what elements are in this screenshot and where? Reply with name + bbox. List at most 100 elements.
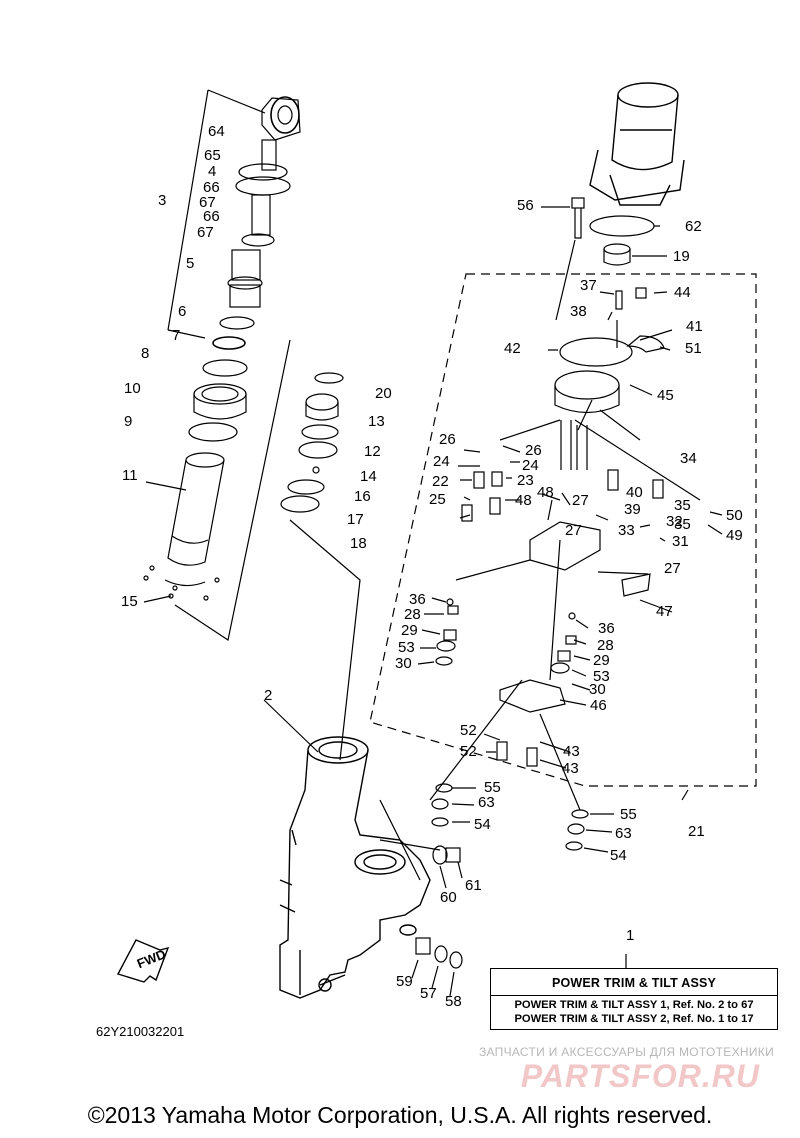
valve-plate-46 bbox=[499, 679, 566, 713]
callout-61: 61 bbox=[465, 877, 482, 894]
o-ring-62 bbox=[589, 215, 655, 237]
callout-47: 47 bbox=[656, 603, 673, 620]
callout-4: 4 bbox=[208, 163, 216, 180]
fittings-bottom bbox=[431, 598, 589, 851]
callout-2: 2 bbox=[264, 687, 272, 704]
callout-5: 5 bbox=[186, 255, 194, 272]
callout-66: 66 bbox=[203, 179, 220, 196]
ring-17 bbox=[287, 479, 325, 495]
callout-51: 51 bbox=[685, 340, 702, 357]
callout-36: 36 bbox=[598, 620, 615, 637]
callout-35: 35 bbox=[674, 497, 691, 514]
callout-27: 27 bbox=[572, 492, 589, 509]
callout-65: 65 bbox=[204, 147, 221, 164]
watermark-logo: PARTSFOR.RU bbox=[520, 1058, 760, 1094]
callout-31: 31 bbox=[672, 533, 689, 550]
callout-48: 48 bbox=[537, 484, 554, 501]
main-body-2 bbox=[279, 736, 431, 999]
callout-30: 30 bbox=[589, 681, 606, 698]
info-box-divider bbox=[491, 995, 777, 996]
callout-32: 32 bbox=[666, 513, 683, 530]
callout-3: 3 bbox=[158, 192, 166, 209]
callout-40: 40 bbox=[626, 484, 643, 501]
callout-10: 10 bbox=[124, 380, 141, 397]
callout-54: 54 bbox=[610, 847, 627, 864]
callout-1: 1 bbox=[626, 927, 634, 944]
assembly-21-boundary bbox=[369, 273, 757, 787]
callout-28: 28 bbox=[404, 606, 421, 623]
callout-7: 7 bbox=[172, 327, 180, 344]
callout-58: 58 bbox=[445, 993, 462, 1010]
callout-67: 67 bbox=[197, 224, 214, 241]
callout-64: 64 bbox=[208, 123, 225, 140]
ring-12 bbox=[301, 424, 339, 440]
callout-34: 34 bbox=[680, 450, 697, 467]
callout-19: 19 bbox=[673, 248, 690, 265]
check-plate-47 bbox=[621, 573, 651, 597]
callout-24: 24 bbox=[522, 457, 539, 474]
callout-45: 45 bbox=[657, 387, 674, 404]
info-box-line-1: POWER TRIM & TILT ASSY 1, Ref. No. 2 to … bbox=[514, 999, 754, 1011]
callout-22: 22 bbox=[432, 473, 449, 490]
callout-53: 53 bbox=[398, 639, 415, 656]
callout-50: 50 bbox=[726, 507, 743, 524]
pins-15 bbox=[143, 565, 220, 601]
callout-26: 26 bbox=[439, 431, 456, 448]
leader-15 bbox=[143, 595, 172, 603]
callout-12: 12 bbox=[364, 443, 381, 460]
callout-6: 6 bbox=[178, 303, 186, 320]
callout-60: 60 bbox=[440, 889, 457, 906]
clip-18 bbox=[280, 495, 320, 513]
callout-20: 20 bbox=[375, 385, 392, 402]
plate-14 bbox=[298, 441, 338, 459]
callout-29: 29 bbox=[401, 622, 418, 639]
fwd-arrow: FWD bbox=[116, 939, 170, 983]
callout-35: 35 bbox=[674, 516, 691, 533]
callout-62: 62 bbox=[685, 218, 702, 235]
o-ring-9 bbox=[188, 422, 238, 442]
bracket-3 bbox=[167, 89, 266, 339]
callout-67: 67 bbox=[199, 194, 216, 211]
callout-54: 54 bbox=[474, 816, 491, 833]
fittings-59-61 bbox=[415, 845, 463, 969]
callout-43: 43 bbox=[563, 743, 580, 760]
callout-21: 21 bbox=[688, 823, 705, 840]
callout-24: 24 bbox=[433, 453, 450, 470]
o-ring-6 bbox=[219, 316, 255, 330]
cap-19 bbox=[603, 249, 631, 266]
washer-7 bbox=[212, 336, 246, 350]
watermark-text: ЗАПЧАСТИ И АКСЕССУАРЫ ДЛЯ МОТОТЕХНИКИ bbox=[478, 1045, 774, 1059]
callout-57: 57 bbox=[420, 985, 437, 1002]
callout-16: 16 bbox=[354, 488, 371, 505]
info-box-line-2: POWER TRIM & TILT ASSY 2, Ref. No. 1 to … bbox=[514, 1013, 754, 1025]
callout-41: 41 bbox=[686, 318, 703, 335]
callout-23: 23 bbox=[517, 472, 534, 489]
fwd-label: FWD bbox=[135, 946, 168, 971]
callout-55: 55 bbox=[484, 779, 501, 796]
callout-43: 43 bbox=[562, 760, 579, 777]
callout-46: 46 bbox=[590, 697, 607, 714]
callout-14: 14 bbox=[360, 468, 377, 485]
callout-63: 63 bbox=[615, 825, 632, 842]
springs bbox=[461, 287, 664, 522]
callout-27: 27 bbox=[565, 522, 582, 539]
callout-44: 44 bbox=[674, 284, 691, 301]
o-ring-8 bbox=[202, 359, 248, 377]
callout-13: 13 bbox=[368, 413, 385, 430]
callout-36: 36 bbox=[409, 591, 426, 608]
callout-29: 29 bbox=[593, 652, 610, 669]
callout-38: 38 bbox=[570, 303, 587, 320]
callout-18: 18 bbox=[350, 535, 367, 552]
callout-55: 55 bbox=[620, 806, 637, 823]
callout-37: 37 bbox=[580, 277, 597, 294]
valve-body-top bbox=[554, 335, 665, 414]
callout-11: 11 bbox=[122, 467, 138, 484]
info-box-title: POWER TRIM & TILT ASSY bbox=[551, 976, 717, 990]
callout-52: 52 bbox=[460, 743, 477, 760]
drawing-code: 62Y210032201 bbox=[96, 1024, 185, 1039]
callout-27: 27 bbox=[664, 560, 681, 577]
motor-assembly bbox=[589, 82, 685, 206]
callout-66: 66 bbox=[203, 208, 220, 225]
